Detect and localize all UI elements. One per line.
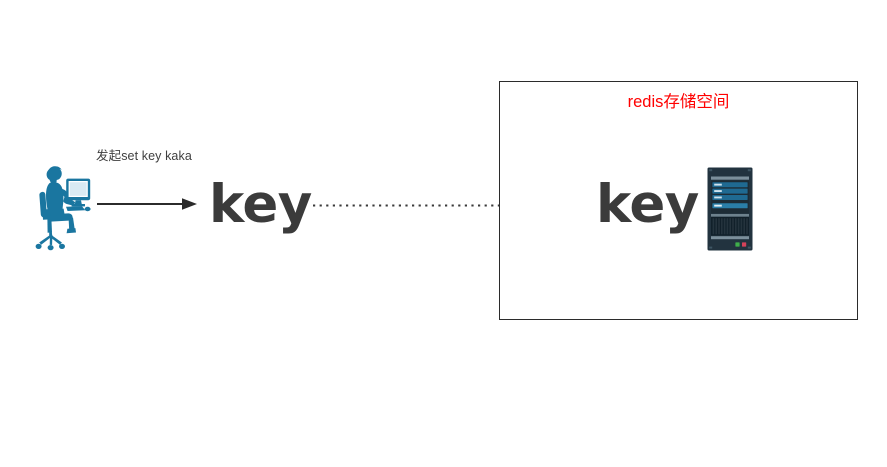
person-at-computer-icon	[30, 164, 92, 252]
request-command-label: 发起set key kaka	[96, 149, 192, 163]
key-label-server: key	[596, 174, 699, 235]
redis-storage-box: redis存储空间	[499, 81, 858, 320]
key-label-client: key	[209, 174, 312, 235]
redis-storage-box-title: redis存储空间	[627, 93, 730, 111]
request-arrow	[96, 193, 200, 215]
server-tower-icon	[706, 166, 754, 252]
